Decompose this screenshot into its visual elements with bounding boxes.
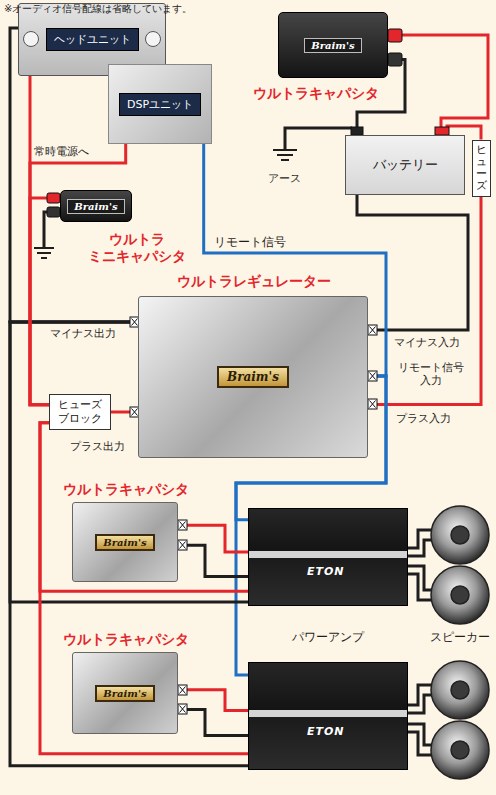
power-amp: ETON: [248, 508, 408, 606]
part-name: ウルトラ ミニキャパシタ: [81, 231, 193, 265]
brand-logo: ETON: [307, 565, 345, 578]
terminal-name: プラス入力: [396, 412, 451, 425]
wire-line: [30, 76, 49, 405]
battery: バッテリー: [345, 135, 465, 195]
mini-capacitor-box: Braim'sウルトラ ミニキャパシタ: [60, 190, 132, 222]
wire-line: [40, 423, 248, 754]
note: ※オーディオ信号配線は省略しています。: [4, 3, 192, 15]
ground-label: アース: [268, 172, 301, 185]
wire-line: [178, 709, 248, 735]
fuse-block: ヒューズ ブロック: [49, 394, 111, 430]
wire-line: [388, 35, 488, 135]
wire: [40, 423, 248, 754]
wire-line: [178, 690, 248, 711]
part-name: ウルトラキャパシタ: [56, 481, 196, 498]
terminal-name: リモート信号 入力: [392, 361, 470, 387]
wire: [178, 545, 248, 576]
wire-note: 常時電源へ: [34, 145, 89, 158]
part-name: ウルトラキャパシタ: [56, 631, 196, 648]
wire: [178, 525, 248, 552]
wire-line: [178, 525, 248, 552]
regulator-box: ウルトラレギュレーターBraim's: [138, 296, 368, 458]
terminal-name: プラス出力: [70, 440, 125, 453]
wire: [178, 690, 248, 711]
part-name: ウルトラレギュレーター: [139, 273, 369, 290]
power-amp: ETON: [248, 662, 408, 770]
wire: [357, 195, 468, 330]
brand-logo: Braim's: [95, 685, 154, 702]
unit-name: DSPユニット: [119, 93, 201, 116]
ground-wire: [44, 128, 352, 248]
part-name: ヒューズ ブロック: [50, 398, 110, 426]
signal-name: リモート信号: [212, 235, 288, 249]
wire-line: [30, 198, 60, 405]
part-name: パワーアンプ: [292, 630, 364, 644]
brand-logo: Braim's: [95, 534, 154, 551]
speaker: [431, 506, 489, 779]
terminal-name: マイナス出力: [50, 327, 116, 340]
part-name: ヒューズ: [476, 144, 487, 192]
ground-symbol: [34, 150, 297, 258]
terminal-name: マイナス入力: [394, 336, 460, 349]
wire: [30, 76, 49, 405]
part-name: ウルトラキャパシタ: [253, 85, 379, 102]
capacitor-box: ウルトラキャパシタBraim's: [72, 652, 178, 734]
brand-logo: Braim's: [67, 199, 124, 214]
fuse: ヒューズ: [472, 140, 491, 197]
wire-line: [357, 195, 468, 330]
brand-logo: Braim's: [304, 38, 361, 53]
dsp-unit: DSPユニット: [108, 64, 212, 144]
wire-line: [178, 545, 248, 576]
unit-name: ヘッドユニット: [46, 28, 139, 51]
brand-logo: Braim's: [217, 366, 289, 388]
wire: [30, 198, 60, 405]
part-name: バッテリー: [373, 156, 438, 174]
capacitor-box: ウルトラキャパシタBraim's: [72, 502, 178, 582]
capacitor-box: Braim'sウルトラキャパシタ: [278, 12, 388, 78]
part-name: スピーカー: [430, 630, 490, 644]
wire: [388, 35, 488, 135]
brand-logo: ETON: [307, 725, 345, 738]
wire: [178, 709, 248, 735]
wire-line: [30, 144, 126, 405]
wire: [30, 144, 126, 405]
battery-terminal: [351, 127, 449, 135]
speaker-wire: [408, 530, 432, 755]
